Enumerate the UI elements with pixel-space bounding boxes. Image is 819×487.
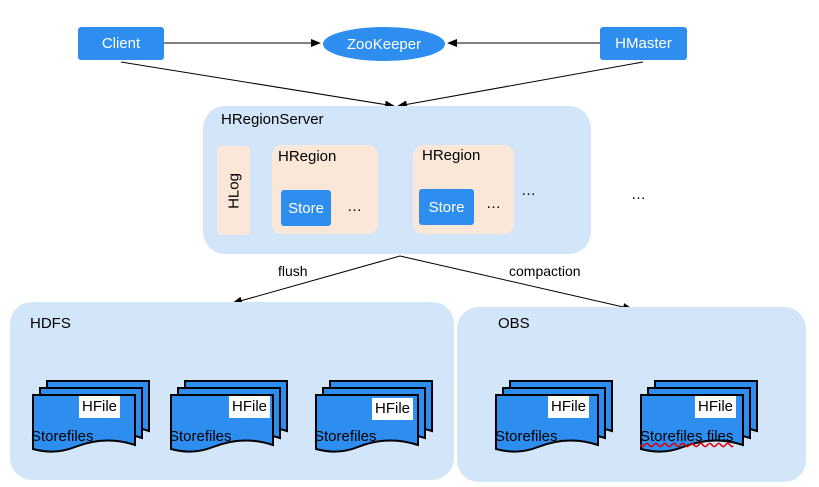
hfile-label: HFile <box>79 396 121 418</box>
obs-title: OBS <box>498 315 530 332</box>
storefiles-stack-obs-1: HFile Storefiles <box>492 379 622 459</box>
hregion-ellipsis-1: … <box>347 198 362 215</box>
store-label-2: Store <box>428 198 465 216</box>
region-server-ellipsis-1: … <box>521 182 536 199</box>
arrow-hmaster-regionserver <box>397 61 644 109</box>
hmaster-node: HMaster <box>600 27 687 60</box>
storefiles-label: Storefiles <box>31 428 94 445</box>
hregion-ellipsis-2: … <box>486 195 501 212</box>
document-stack-icon <box>32 380 150 453</box>
region-server-ellipsis-2: … <box>631 186 646 203</box>
hlog-label: HLog <box>225 172 242 209</box>
hfile-label: HFile <box>229 396 271 418</box>
hfile-label: HFile <box>548 396 590 418</box>
storefiles-stack-obs-2: HFile Storefiles files <box>637 379 767 459</box>
document-stack-icon <box>495 380 613 453</box>
storefiles-label: Storefiles <box>169 428 232 445</box>
flush-label: flush <box>278 263 308 279</box>
arrow-compaction <box>399 255 633 311</box>
storefiles-label: Storefiles <box>495 428 558 445</box>
hlog-box: HLog <box>217 146 250 235</box>
hfile-label: HFile <box>372 398 414 420</box>
hregion-title-2: HRegion <box>422 147 481 164</box>
storefiles-label: Storefiles <box>314 428 377 445</box>
region-server-panel <box>203 106 591 254</box>
storefiles-stack-hdfs-1: HFile Storefiles <box>29 379 159 459</box>
document-stack-icon <box>170 380 288 453</box>
region-server-title: HRegionServer <box>221 111 324 128</box>
hregion-title-1: HRegion <box>278 148 337 165</box>
arrow-client-regionserver <box>120 61 395 109</box>
hfile-label: HFile <box>695 396 737 418</box>
storefiles-label: Storefiles files <box>640 428 734 445</box>
client-label: Client <box>101 35 141 52</box>
arrow-flush <box>232 255 401 305</box>
store-box-2: Store <box>419 189 474 225</box>
hdfs-title: HDFS <box>30 315 71 332</box>
client-node: Client <box>78 27 164 60</box>
store-box-1: Store <box>281 190 331 226</box>
compaction-label: compaction <box>509 263 581 279</box>
hmaster-label: HMaster <box>615 35 672 52</box>
zookeeper-label: ZooKeeper <box>346 35 422 53</box>
zookeeper-node: ZooKeeper <box>323 27 445 61</box>
storefiles-stack-hdfs-3: HFile Storefiles <box>312 379 442 459</box>
storefiles-stack-hdfs-2: HFile Storefiles <box>167 379 297 459</box>
store-label-1: Store <box>288 199 324 217</box>
document-stack-icon <box>640 380 758 453</box>
